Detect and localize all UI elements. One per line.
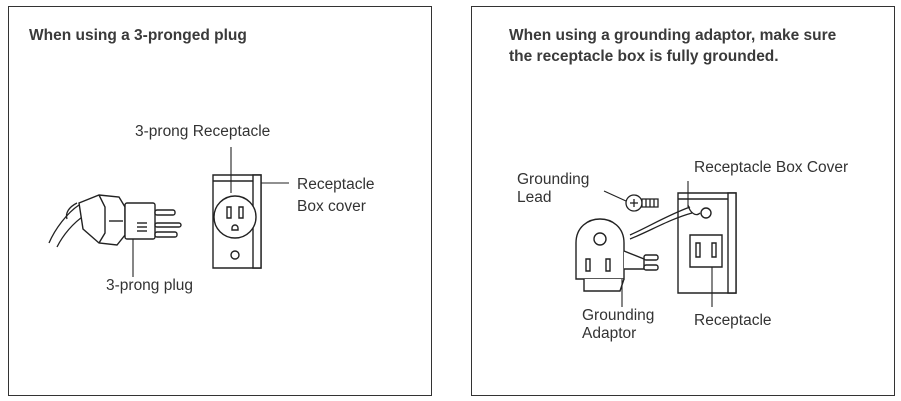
three-prong-plug-icon [79, 195, 181, 245]
title-line1: When using a grounding adaptor, make sur… [509, 27, 837, 44]
label-adaptor-line2: Adaptor [582, 325, 637, 342]
screw-icon [626, 195, 658, 211]
label-grounding-lead-line2: Lead [517, 189, 552, 206]
panel-grounding-adaptor: When using a grounding adaptor, make sur… [471, 6, 895, 396]
grounding-adaptor-illustration [472, 7, 896, 397]
label-adaptor-line1: Grounding [582, 307, 655, 324]
grounding-lead-wire [630, 205, 700, 239]
title-line2: the receptacle box is fully grounded. [509, 48, 779, 65]
receptacle-box-icon [678, 193, 736, 293]
label-box-cover-line1: Receptacle [297, 176, 375, 193]
label-plug: 3-prong plug [106, 277, 194, 294]
label-receptacle-box-cover: Receptacle Box Cover [694, 159, 849, 176]
panel-title: When using a 3-pronged plug [29, 27, 247, 44]
lead-leader-line [604, 191, 626, 201]
label-receptacle: 3-prong Receptacle [135, 123, 271, 140]
panel-three-prong-plug: When using a 3-pronged plug [8, 6, 432, 396]
receptacle-box-cover-icon [213, 175, 261, 268]
label-grounding-lead-line1: Grounding [517, 171, 590, 188]
grounding-adaptor-icon [576, 219, 658, 291]
panel-title: When using a grounding adaptor, make sur… [509, 25, 895, 67]
three-prong-illustration [9, 7, 433, 397]
label-receptacle: Receptacle [694, 312, 772, 329]
label-box-cover-line2: Box cover [297, 198, 366, 215]
